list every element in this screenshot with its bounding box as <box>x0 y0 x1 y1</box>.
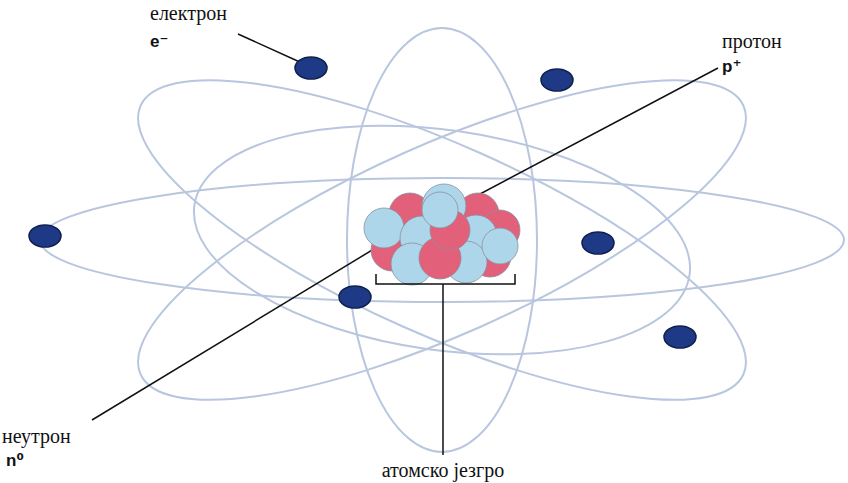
nucleus <box>364 184 520 285</box>
particle-symbol: p⁺ <box>722 58 741 77</box>
part-label: неутрон <box>2 425 71 447</box>
leader-line <box>238 34 302 63</box>
electron <box>295 57 327 79</box>
orbit <box>102 19 782 461</box>
electron <box>339 286 371 308</box>
part-label: атомско језгро <box>382 459 504 481</box>
orbit <box>347 28 537 452</box>
electron <box>541 69 573 91</box>
orbits <box>40 19 844 461</box>
part-label: електрон <box>150 2 227 24</box>
orbit <box>40 178 844 302</box>
part-label: протон <box>722 30 782 52</box>
leader-line <box>446 68 718 212</box>
electron <box>664 326 696 348</box>
particle-symbol: n⁰ <box>6 452 24 471</box>
particle-symbol: e⁻ <box>150 33 168 52</box>
bracket <box>376 274 515 284</box>
nucleus-bracket <box>376 274 515 455</box>
electron <box>29 225 61 247</box>
electrons <box>29 57 696 348</box>
leader-lines <box>92 34 718 420</box>
leader-line <box>442 284 444 455</box>
leader-line <box>92 238 392 420</box>
electron <box>582 232 614 254</box>
orbit <box>102 19 782 461</box>
orbit <box>179 96 705 383</box>
